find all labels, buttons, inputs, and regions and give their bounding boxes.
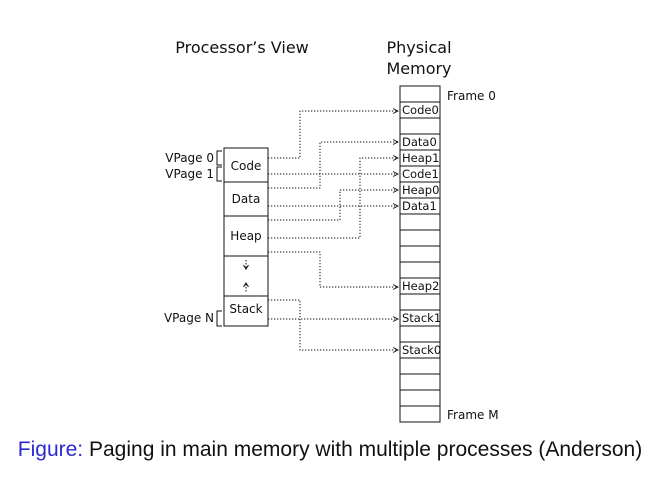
vpage-brackets [216,150,222,327]
frame-label: Heap2 [402,279,439,293]
frame-label: Stack1 [402,311,441,325]
frame-cell [399,245,441,263]
map-data0 [268,142,398,189]
frame-label: Code1 [402,167,439,181]
frame-label: Code0 [402,103,439,117]
segment-data: Data [232,192,261,206]
frame-cell [399,325,441,343]
frame-label: Data0 [402,135,437,149]
frame-label: Heap1 [402,151,439,165]
vpage-1-label: VPage 1 [165,167,214,181]
frame-label: Data1 [402,199,437,213]
frame-cell [399,389,441,407]
frame-cell [399,261,441,279]
page-mappings [268,111,398,350]
processor-view-title: Processor’s View [175,38,309,57]
virtual-address-space [223,147,269,327]
map-stack0 [268,299,398,350]
frame-cell [399,229,441,247]
frame-label: Heap0 [402,183,439,197]
segment-heap: Heap [230,229,261,243]
map-code0 [268,111,398,159]
frame-label: Stack0 [402,343,441,357]
vpage-n-label: VPage N [164,311,214,325]
physical-frames: Code0Data0Heap1Code1Heap0Data1Heap2Stack… [399,85,441,423]
vpage-0-label: VPage 0 [165,151,214,165]
map-heap0 [268,190,398,221]
frame-cell [399,213,441,231]
frame-cell [399,405,441,423]
frame-cell [399,293,441,311]
segment-stack: Stack [229,302,262,316]
caption-text: Paging in main memory with multiple proc… [88,438,643,461]
map-heap1 [268,158,398,239]
map-heap2 [268,251,398,287]
frame-m-label: Frame M [447,408,499,422]
figure-caption: Figure: Paging in main memory with multi… [0,438,660,462]
frame-cell [399,373,441,391]
frame-cell [399,357,441,375]
frame-cell [399,85,441,103]
frame-cell [399,117,441,135]
frame-0-label: Frame 0 [447,89,496,103]
caption-label: Figure: [17,438,84,461]
growth-arrows [243,260,249,292]
physical-memory-title-line2: Memory [386,59,451,78]
segment-code: Code [231,159,262,173]
physical-memory-title-line1: Physical [386,38,451,57]
